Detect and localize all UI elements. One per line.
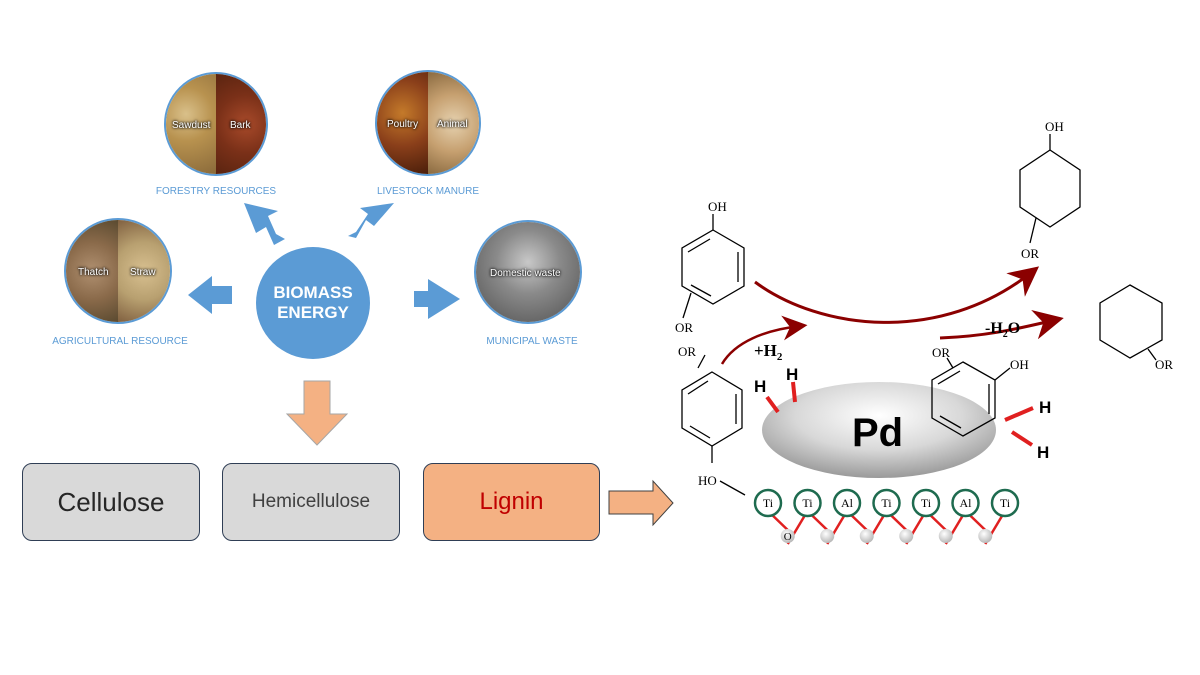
support-atom bbox=[832, 488, 862, 518]
hemicellulose-label: Hemicellulose bbox=[251, 491, 371, 512]
support-atom bbox=[911, 488, 941, 518]
surface-oh-label: OH bbox=[1010, 357, 1029, 372]
municipal-label: MUNICIPAL WASTE bbox=[486, 336, 578, 347]
oxygen-ball bbox=[938, 529, 953, 543]
tialox-support: O Ti Ti Al Ti Ti Al Ti bbox=[753, 488, 1020, 545]
reactant-phenol bbox=[681, 214, 745, 319]
oxygen-ball bbox=[780, 529, 795, 543]
arrow-to-agri bbox=[188, 276, 232, 314]
livestock-label: LIVESTOCK MANURE bbox=[376, 186, 480, 197]
adsorbed-molecule bbox=[681, 354, 746, 496]
lignin-box: Lignin bbox=[423, 463, 600, 541]
support-atom bbox=[951, 488, 980, 518]
product-cyclohexanol bbox=[1019, 134, 1081, 244]
support-atom bbox=[793, 488, 822, 518]
support-atom-label: Ti bbox=[763, 496, 774, 510]
water-label: -H2O bbox=[985, 320, 1020, 340]
right-arrow-to-reaction bbox=[608, 479, 674, 527]
oxygen-ball bbox=[978, 529, 993, 543]
oxygen-ball bbox=[859, 529, 874, 543]
adsorption-arrow bbox=[720, 315, 808, 365]
agri-left-caption: Thatch bbox=[78, 266, 109, 278]
reaction-arrow-2 bbox=[939, 310, 1064, 340]
arrow-to-municipal bbox=[414, 279, 460, 319]
forestry-left-caption: Sawdust bbox=[172, 120, 211, 131]
reactant-or-label: OR bbox=[675, 320, 693, 335]
agri-right-caption: Straw bbox=[130, 266, 156, 278]
h-bonds bbox=[765, 381, 1034, 447]
product-cyclohexane bbox=[1099, 284, 1163, 361]
reactant-oh-label: OH bbox=[708, 199, 727, 214]
municipal-caption: Domestic waste bbox=[490, 268, 561, 279]
municipal-photo: Domestic waste bbox=[474, 220, 582, 324]
livestock-right-caption: Animal bbox=[437, 118, 468, 130]
livestock-left-caption: Poultry bbox=[387, 118, 419, 130]
down-arrow bbox=[285, 380, 349, 446]
livestock-photo: Poultry Animal bbox=[375, 70, 481, 176]
hub-line-2: ENERGY bbox=[277, 303, 349, 322]
support-atom bbox=[872, 488, 901, 518]
arrow-to-livestock bbox=[348, 203, 394, 238]
product2-or-label: OR bbox=[1155, 357, 1173, 372]
hub-line-1: BIOMASS bbox=[273, 283, 353, 302]
support-atom bbox=[753, 488, 783, 518]
h-atom-3: H bbox=[1039, 398, 1051, 417]
oxygen-label: O bbox=[784, 531, 792, 543]
reaction-arrow-1 bbox=[754, 266, 1040, 324]
support-atom bbox=[990, 488, 1020, 518]
hemicellulose-box: Hemicellulose bbox=[222, 463, 400, 541]
cellulose-label: Cellulose bbox=[57, 486, 165, 517]
support-atom-label: Al bbox=[960, 496, 973, 510]
support-atom-label: Ti bbox=[881, 496, 892, 510]
oxygen-ball bbox=[820, 529, 835, 543]
adsorbed-or-label: OR bbox=[678, 344, 696, 359]
h-atom-2: H bbox=[786, 365, 798, 384]
surface-or-label: OR bbox=[932, 345, 950, 360]
agricultural-photo: Thatch Straw bbox=[64, 218, 172, 324]
support-atom-label: Ti bbox=[1000, 496, 1011, 510]
adsorbed-ho-label: HO bbox=[698, 473, 717, 488]
pd-catalyst bbox=[762, 382, 996, 478]
product-or-label: OR bbox=[1021, 246, 1039, 261]
agricultural-label: AGRICULTURAL RESOURCE bbox=[52, 336, 188, 347]
cellulose-box: Cellulose bbox=[22, 463, 200, 541]
forestry-photo: Sawdust Bark bbox=[164, 72, 268, 176]
support-atom-label: Ti bbox=[921, 496, 932, 510]
product-oh-label: OH bbox=[1045, 119, 1064, 134]
forestry-label: FORESTRY RESOURCES bbox=[155, 186, 277, 197]
support-atom-label: Ti bbox=[802, 496, 813, 510]
oxygen-ball bbox=[899, 529, 914, 543]
forestry-right-caption: Bark bbox=[230, 120, 251, 131]
arrow-to-forestry bbox=[244, 203, 285, 245]
surface-molecule bbox=[931, 357, 1011, 437]
pd-label: Pd bbox=[852, 411, 903, 455]
lignin-label: Lignin bbox=[479, 488, 544, 515]
support-atom-label: Al bbox=[841, 496, 854, 510]
hydrogen-label: +H2 bbox=[754, 341, 783, 363]
h-atom-1: H bbox=[754, 377, 766, 396]
biomass-energy-hub: BIOMASS ENERGY bbox=[256, 247, 370, 359]
h-atom-4: H bbox=[1037, 443, 1049, 462]
